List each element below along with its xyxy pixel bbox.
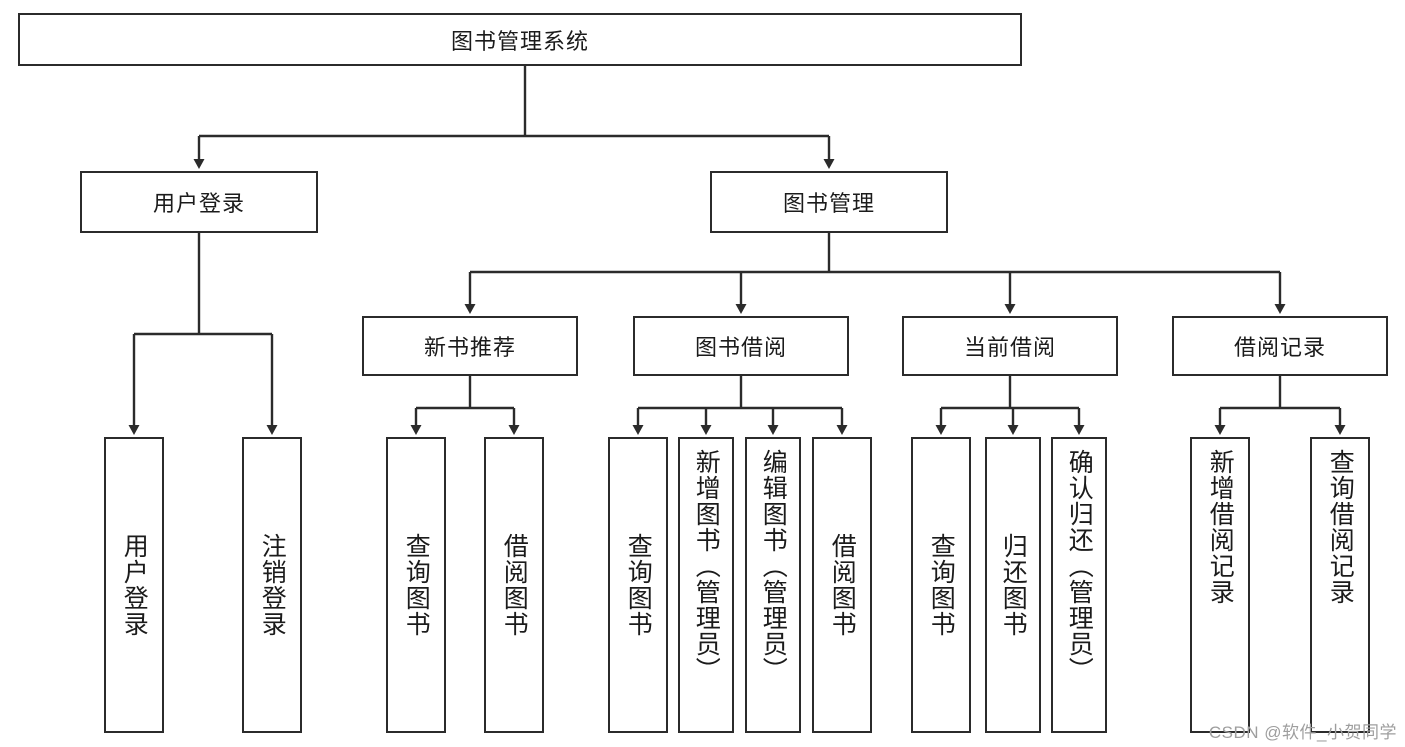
node-leaf-query-book-borrow[interactable]: 查询图书 xyxy=(608,437,668,733)
node-root-system[interactable]: 图书管理系统 xyxy=(18,13,1022,66)
csdn-watermark: CSDN @软件_小贺同学 xyxy=(1208,723,1397,742)
node-leaf-query-borrow-record[interactable]: 查询借阅记录 xyxy=(1310,437,1370,733)
node-leaf-query-book-rec[interactable]: 查询图书 xyxy=(386,437,446,733)
node-leaf-edit-book-admin[interactable]: 编辑图书（管理员） xyxy=(745,437,801,733)
node-leaf-add-book-admin[interactable]: 新增图书（管理员） xyxy=(678,437,734,733)
node-leaf-add-borrow-record[interactable]: 新增借阅记录 xyxy=(1190,437,1250,733)
node-current-borrow[interactable]: 当前借阅 xyxy=(902,316,1118,376)
node-leaf-user-logout[interactable]: 注销登录 xyxy=(242,437,302,733)
node-book-borrow[interactable]: 图书借阅 xyxy=(633,316,849,376)
node-user-login[interactable]: 用户登录 xyxy=(80,171,318,233)
node-leaf-query-book-current[interactable]: 查询图书 xyxy=(911,437,971,733)
node-leaf-borrow-book-rec[interactable]: 借阅图书 xyxy=(484,437,544,733)
node-book-manage[interactable]: 图书管理 xyxy=(710,171,948,233)
node-new-book-recommend[interactable]: 新书推荐 xyxy=(362,316,578,376)
node-leaf-borrow-book[interactable]: 借阅图书 xyxy=(812,437,872,733)
node-borrow-record[interactable]: 借阅记录 xyxy=(1172,316,1388,376)
node-leaf-confirm-return-admin[interactable]: 确认归还（管理员） xyxy=(1051,437,1107,733)
node-leaf-return-book[interactable]: 归还图书 xyxy=(985,437,1041,733)
node-leaf-user-login[interactable]: 用户登录 xyxy=(104,437,164,733)
